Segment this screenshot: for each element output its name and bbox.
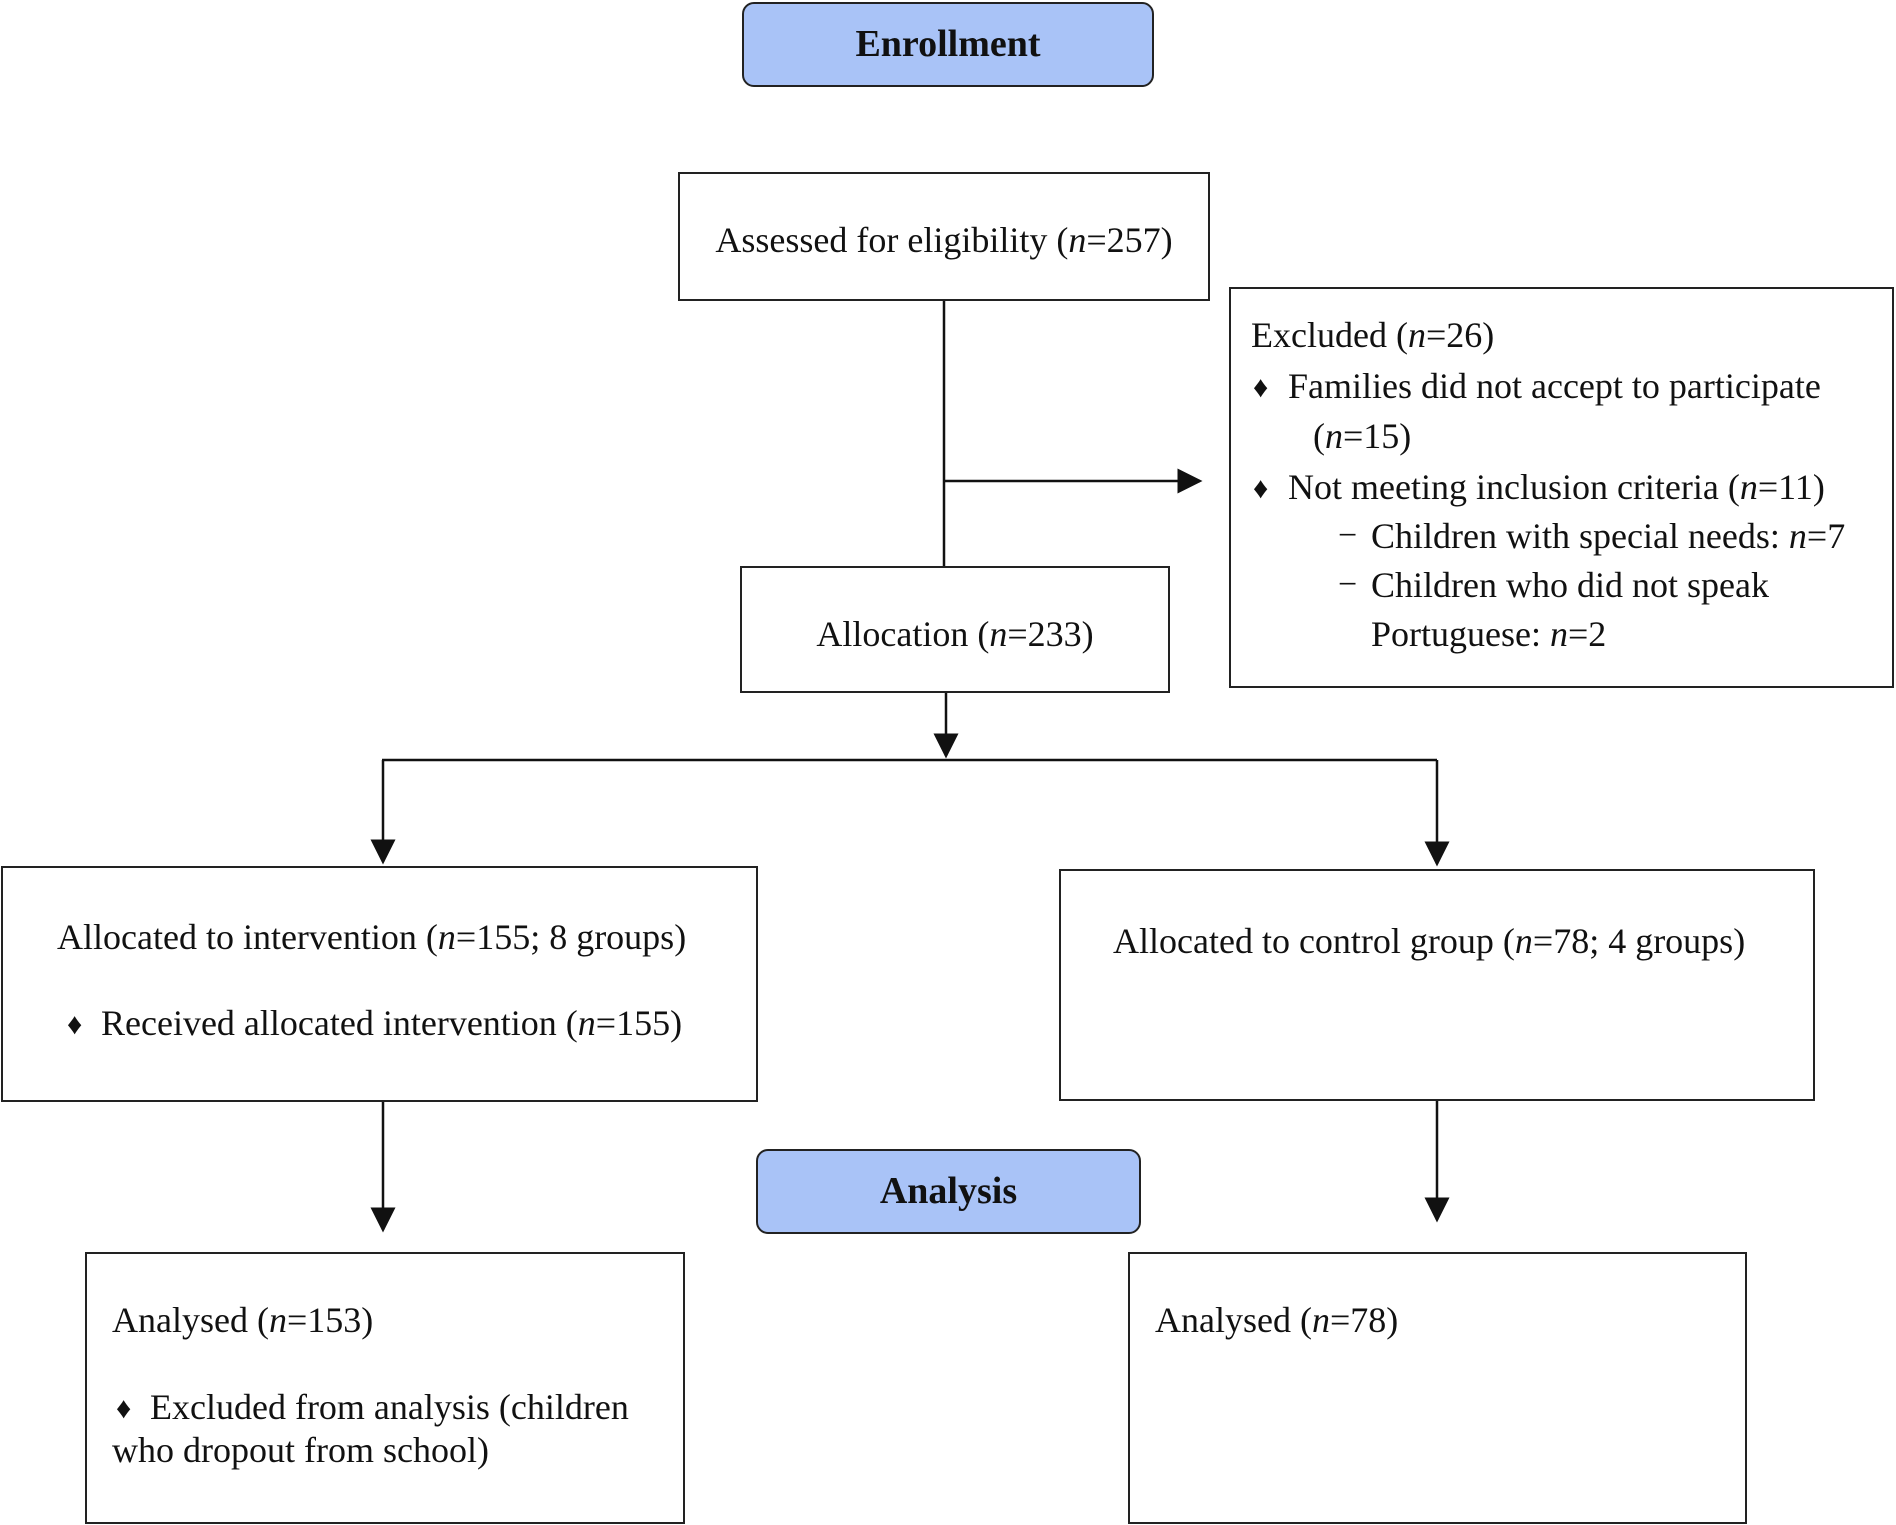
excluded-item-criteria: Not meeting inclusion criteria (n=11): [1288, 467, 1825, 507]
bullet-icon: ♦: [1253, 371, 1269, 404]
bullet-icon: ♦: [116, 1392, 132, 1425]
control-title: Allocated to control group (n=78; 4 grou…: [1113, 921, 1746, 961]
allocation-label: Allocation (n=233): [816, 614, 1094, 654]
assessed-label: Assessed for eligibility (n=257): [715, 220, 1173, 260]
dash-icon: −: [1338, 517, 1358, 554]
analysed-intervention-excluded-line2: who dropout from school): [112, 1430, 489, 1470]
excluded-sub-special-needs: Children with special needs: n=7: [1371, 516, 1846, 556]
enrollment-text: Enrollment: [855, 23, 1041, 65]
bullet-icon: ♦: [1253, 472, 1269, 505]
analysis-text: Analysis: [879, 1170, 1018, 1212]
control-box: Allocated to control group (n=78; 4 grou…: [1059, 869, 1815, 1101]
dash-icon: −: [1338, 566, 1358, 603]
excluded-sub-portuguese: Children who did not speak: [1371, 565, 1769, 605]
bullet-icon: ♦: [67, 1008, 83, 1041]
analysis-phase-label: Analysis: [756, 1149, 1141, 1234]
analysed-control-box: Analysed (n=78): [1128, 1252, 1747, 1524]
excluded-item-families-count: (n=15): [1313, 416, 1412, 456]
excluded-sub-portuguese-count: Portuguese: n=2: [1371, 614, 1607, 654]
intervention-box: Allocated to intervention (n=155; 8 grou…: [1, 866, 758, 1102]
assessed-box: Assessed for eligibility (n=257): [678, 172, 1210, 301]
intervention-received: Received allocated intervention (n=155): [101, 1003, 683, 1043]
excluded-title: Excluded (n=26): [1251, 315, 1495, 355]
analysed-intervention-title: Analysed (n=153): [112, 1300, 374, 1340]
enrollment-phase-label: Enrollment: [742, 2, 1154, 87]
intervention-title: Allocated to intervention (n=155; 8 grou…: [57, 917, 687, 957]
allocation-box: Allocation (n=233): [740, 566, 1170, 693]
analysed-intervention-excluded-line1: Excluded from analysis (children: [150, 1387, 629, 1427]
analysed-control-title: Analysed (n=78): [1155, 1300, 1399, 1340]
excluded-box: Excluded (n=26) ♦ Families did not accep…: [1229, 287, 1894, 688]
excluded-item-families: Families did not accept to participate: [1288, 366, 1821, 406]
analysed-intervention-box: Analysed (n=153) ♦ Excluded from analysi…: [85, 1252, 685, 1524]
